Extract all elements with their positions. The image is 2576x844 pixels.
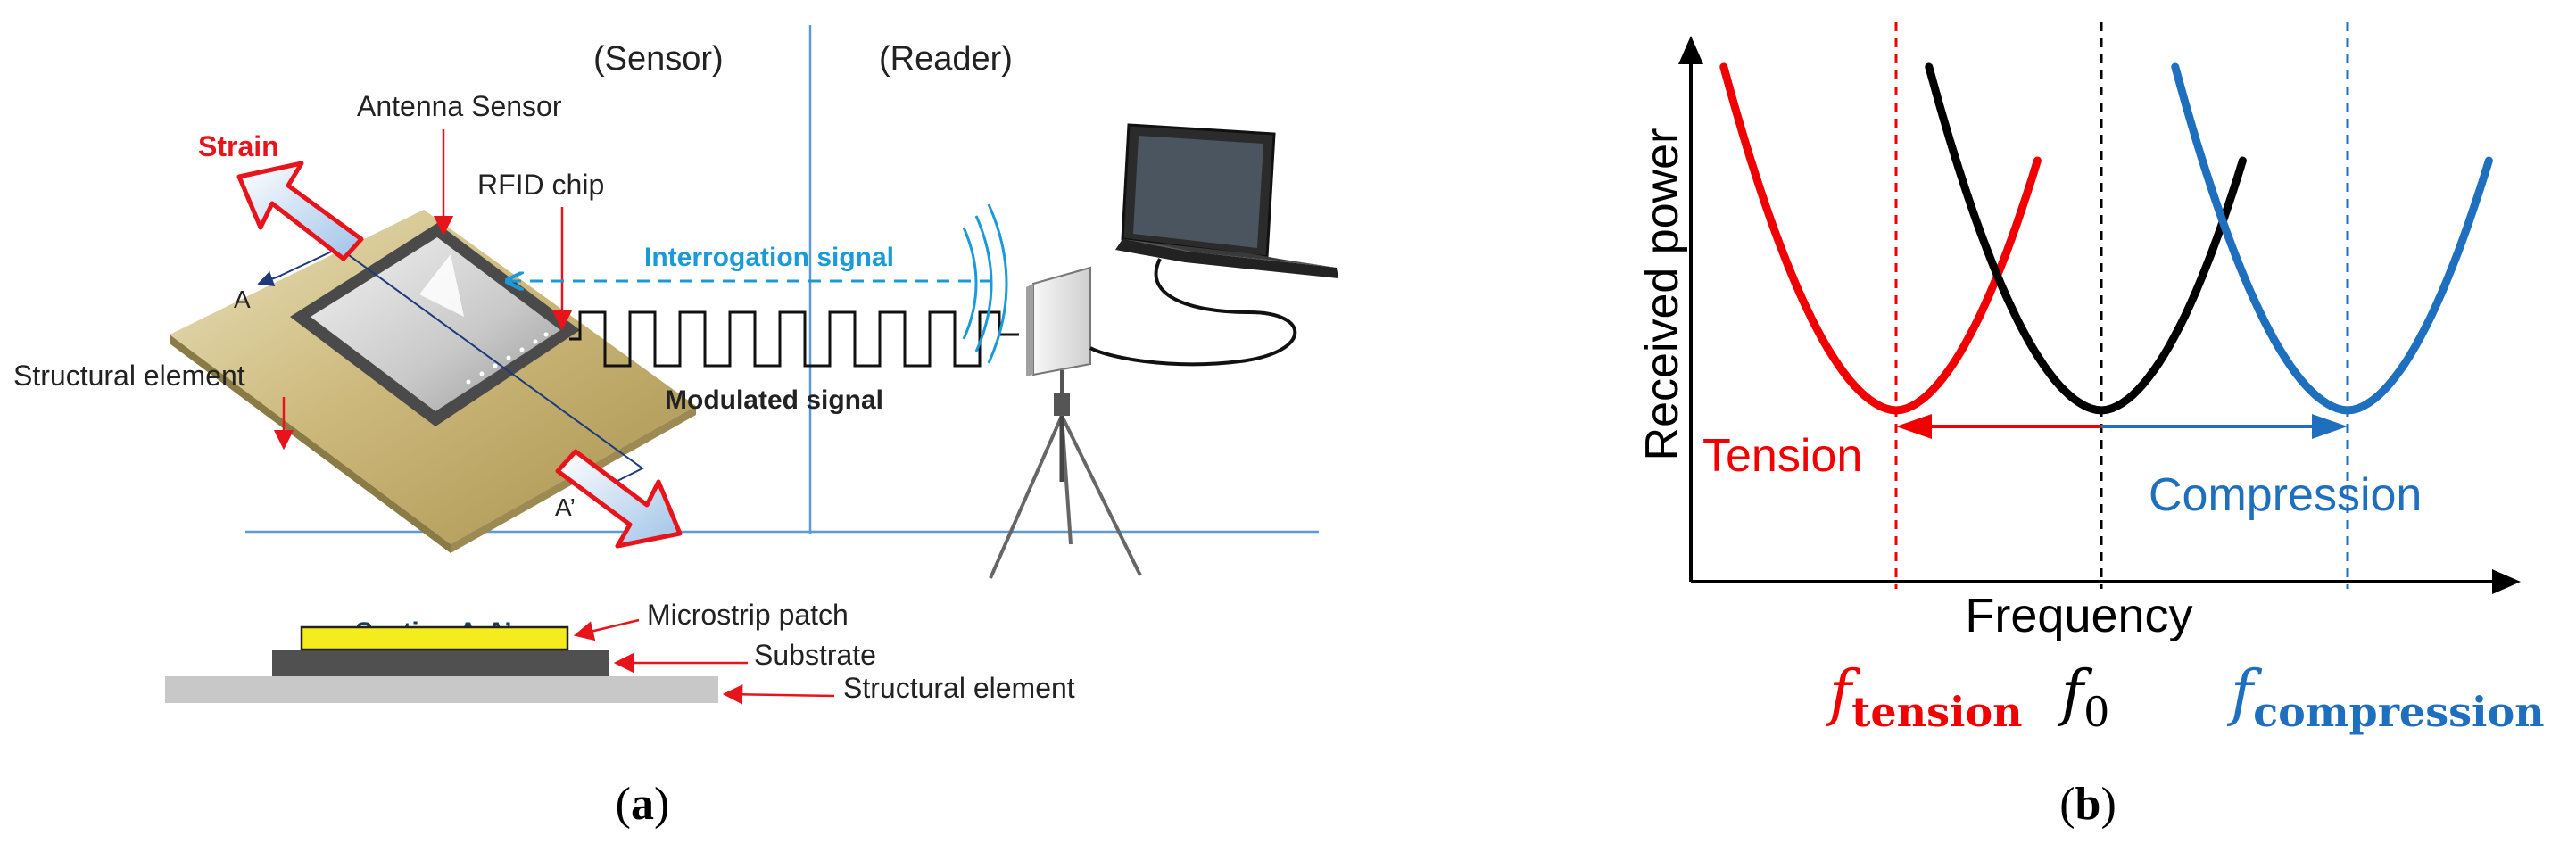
- shift-arrow-head-0: [1896, 414, 1932, 439]
- shift-arrow-head-1: [2312, 414, 2348, 439]
- annotation-compression: Compression: [2149, 469, 2422, 521]
- interrogation-signal-label: Interrogation signal: [644, 243, 894, 272]
- tick-f-compression: fcompression: [2226, 658, 2545, 736]
- strain-arrow-top: [236, 161, 364, 261]
- laptop-cable: [1089, 258, 1297, 367]
- resonance-curve-0: [1719, 62, 2042, 415]
- sensor-feed-dots: [466, 332, 549, 385]
- microstrip-patch-arrow: [573, 618, 640, 641]
- structural-element-label: Structural element: [13, 360, 245, 392]
- caption-b: (b): [2059, 779, 2116, 830]
- section-a-arrow: [257, 271, 282, 286]
- structural-element-bottom-label: Structural element: [843, 672, 1075, 704]
- substrate-label: Substrate: [754, 639, 876, 671]
- tick-f-tension: ftension: [1825, 658, 2023, 736]
- antenna-sensor-patch: [311, 237, 560, 411]
- annotation-tension: Tension: [1702, 430, 1862, 482]
- reader-antenna-icon: [989, 266, 1142, 579]
- rfid-chip-label: RFID chip: [477, 169, 604, 201]
- strain-label: Strain: [198, 130, 279, 162]
- modulated-signal-label: Modulated signal: [665, 385, 883, 415]
- antenna-sensor-label: Antenna Sensor: [357, 90, 562, 122]
- chart-xlabel: Frequency: [1965, 589, 2192, 642]
- section-substrate: [272, 650, 609, 676]
- chart-series-group: [1719, 62, 2493, 415]
- modulated-signal-wave: [569, 310, 1019, 368]
- reader-heading: (Reader): [879, 40, 1013, 78]
- chart-shift-arrows: [1896, 414, 2348, 439]
- resonance-curve-1: [1925, 62, 2247, 415]
- radio-waves-icon: [962, 203, 1008, 364]
- strain-arrow-bottom: [555, 449, 683, 549]
- panel-b-resonance-chart: Received power Frequency Tension Compres…: [1636, 22, 2545, 830]
- section-a-prime-label: A’: [555, 493, 576, 521]
- chart-guide-lines: [1894, 22, 2349, 589]
- section-microstrip-patch: [300, 625, 569, 651]
- section-structural-element: [165, 676, 718, 703]
- section-line: [277, 246, 644, 483]
- sensor-heading: (Sensor): [593, 40, 724, 78]
- tick-f-zero: f0: [2057, 658, 2109, 736]
- antenna-sensor-highlight: [419, 254, 464, 317]
- x-axis-arrowhead: [2492, 569, 2521, 594]
- microstrip-patch-label: Microstrip patch: [647, 599, 849, 631]
- structural-plate-edge: [170, 335, 451, 553]
- chart-ylabel: Received power: [1636, 128, 1688, 461]
- y-axis-arrowhead: [1678, 36, 1703, 64]
- structural-element-bottom-arrow: [722, 684, 835, 705]
- panel-a-rfid-system: (Sensor) (Reader) A A’ Strain Antenna Se…: [13, 25, 1338, 830]
- resonance-curve-2: [2171, 62, 2493, 415]
- section-a-label: A: [234, 285, 251, 313]
- chart-axes: [1678, 36, 2521, 594]
- caption-a: (a): [616, 779, 670, 830]
- laptop-icon: [1115, 123, 1338, 278]
